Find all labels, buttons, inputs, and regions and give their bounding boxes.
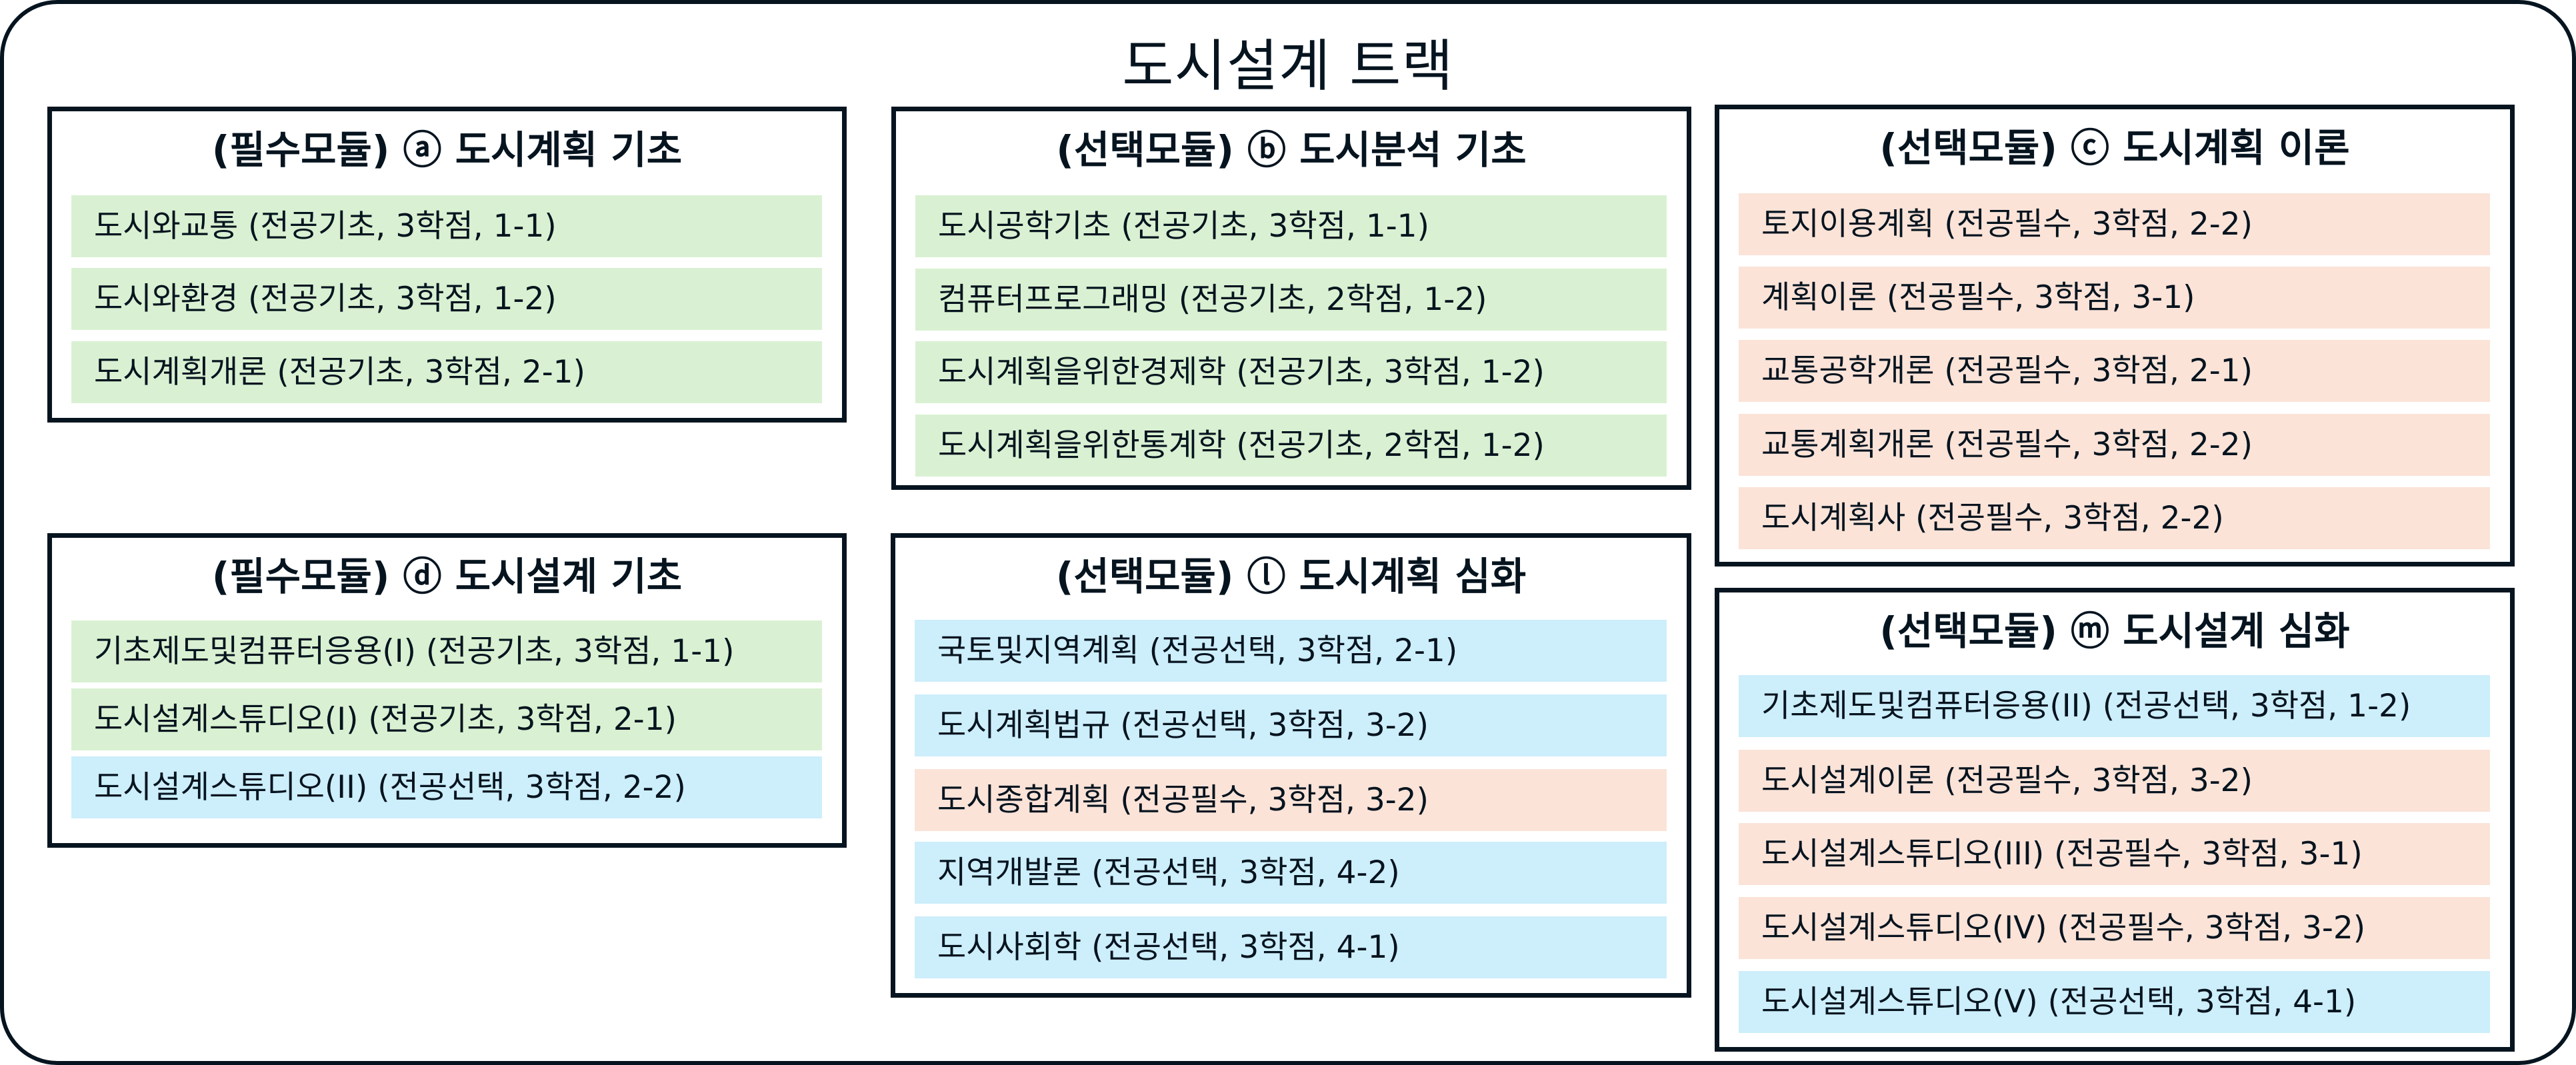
course-item: 도시설계스튜디오(III) (전공필수, 3학점, 3-1) — [1739, 823, 2490, 885]
course-item: 기초제도및컴퓨터응용(II) (전공선택, 3학점, 1-2) — [1739, 675, 2490, 737]
course-item: 도시종합계획 (전공필수, 3학점, 3-2) — [915, 769, 1667, 831]
module-a: (필수모듈) ⓐ 도시계획 기초 도시와교통 (전공기초, 3학점, 1-1) … — [47, 107, 847, 423]
module-b: (선택모듈) ⓑ 도시분석 기초 도시공학기초 (전공기초, 3학점, 1-1)… — [891, 107, 1691, 490]
course-item: 도시공학기초 (전공기초, 3학점, 1-1) — [915, 195, 1667, 257]
course-item: 국토및지역계획 (전공선택, 3학점, 2-1) — [915, 620, 1667, 682]
course-item: 도시사회학 (전공선택, 3학점, 4-1) — [915, 916, 1667, 978]
course-item: 도시설계이론 (전공필수, 3학점, 3-2) — [1739, 750, 2490, 812]
course-item: 교통공학개론 (전공필수, 3학점, 2-1) — [1739, 340, 2490, 402]
module-title: (선택모듈) ⓑ 도시분석 기초 — [1056, 127, 1527, 173]
module-title: (선택모듈) ⓜ 도시설계 심화 — [1879, 608, 2350, 654]
course-item: 도시계획을위한통계학 (전공기초, 2학점, 1-2) — [915, 415, 1667, 477]
course-item: 도시와환경 (전공기초, 3학점, 1-2) — [71, 268, 822, 330]
course-item: 도시설계스튜디오(IV) (전공필수, 3학점, 3-2) — [1739, 897, 2490, 959]
module-title: (필수모듈) ⓓ 도시설계 기초 — [211, 554, 683, 599]
course-item: 도시와교통 (전공기초, 3학점, 1-1) — [71, 195, 822, 257]
module-l: (선택모듈) ⓛ 도시계획 심화 국토및지역계획 (전공선택, 3학점, 2-1… — [891, 533, 1691, 998]
course-item: 도시계획법규 (전공선택, 3학점, 3-2) — [915, 694, 1667, 756]
module-title: (선택모듈) ⓛ 도시계획 심화 — [1055, 554, 1527, 599]
page-title: 도시설계 트랙 — [1122, 33, 1454, 99]
course-item: 지역개발론 (전공선택, 3학점, 4-2) — [915, 842, 1667, 904]
course-item: 계획이론 (전공필수, 3학점, 3-1) — [1739, 267, 2490, 329]
course-item: 도시설계스튜디오(I) (전공기초, 3학점, 2-1) — [71, 688, 822, 750]
module-d: (필수모듈) ⓓ 도시설계 기초 기초제도및컴퓨터응용(I) (전공기초, 3학… — [47, 533, 847, 848]
course-item: 도시계획사 (전공필수, 3학점, 2-2) — [1739, 487, 2490, 549]
course-item: 기초제도및컴퓨터응용(I) (전공기초, 3학점, 1-1) — [71, 620, 822, 682]
course-item: 교통계획개론 (전공필수, 3학점, 2-2) — [1739, 414, 2490, 476]
module-title: (선택모듈) ⓒ 도시계획 이론 — [1879, 125, 2350, 171]
course-item: 컴퓨터프로그래밍 (전공기초, 2학점, 1-2) — [915, 269, 1667, 331]
module-title: (필수모듈) ⓐ 도시계획 기초 — [211, 127, 683, 173]
course-item: 토지이용계획 (전공필수, 3학점, 2-2) — [1739, 193, 2490, 255]
course-item: 도시계획을위한경제학 (전공기초, 3학점, 1-2) — [915, 341, 1667, 403]
course-item: 도시설계스튜디오(V) (전공선택, 3학점, 4-1) — [1739, 971, 2490, 1033]
course-item: 도시계획개론 (전공기초, 3학점, 2-1) — [71, 341, 822, 403]
course-item: 도시설계스튜디오(II) (전공선택, 3학점, 2-2) — [71, 756, 822, 818]
module-c: (선택모듈) ⓒ 도시계획 이론 토지이용계획 (전공필수, 3학점, 2-2)… — [1715, 105, 2515, 566]
module-m: (선택모듈) ⓜ 도시설계 심화 기초제도및컴퓨터응용(II) (전공선택, 3… — [1715, 588, 2515, 1052]
